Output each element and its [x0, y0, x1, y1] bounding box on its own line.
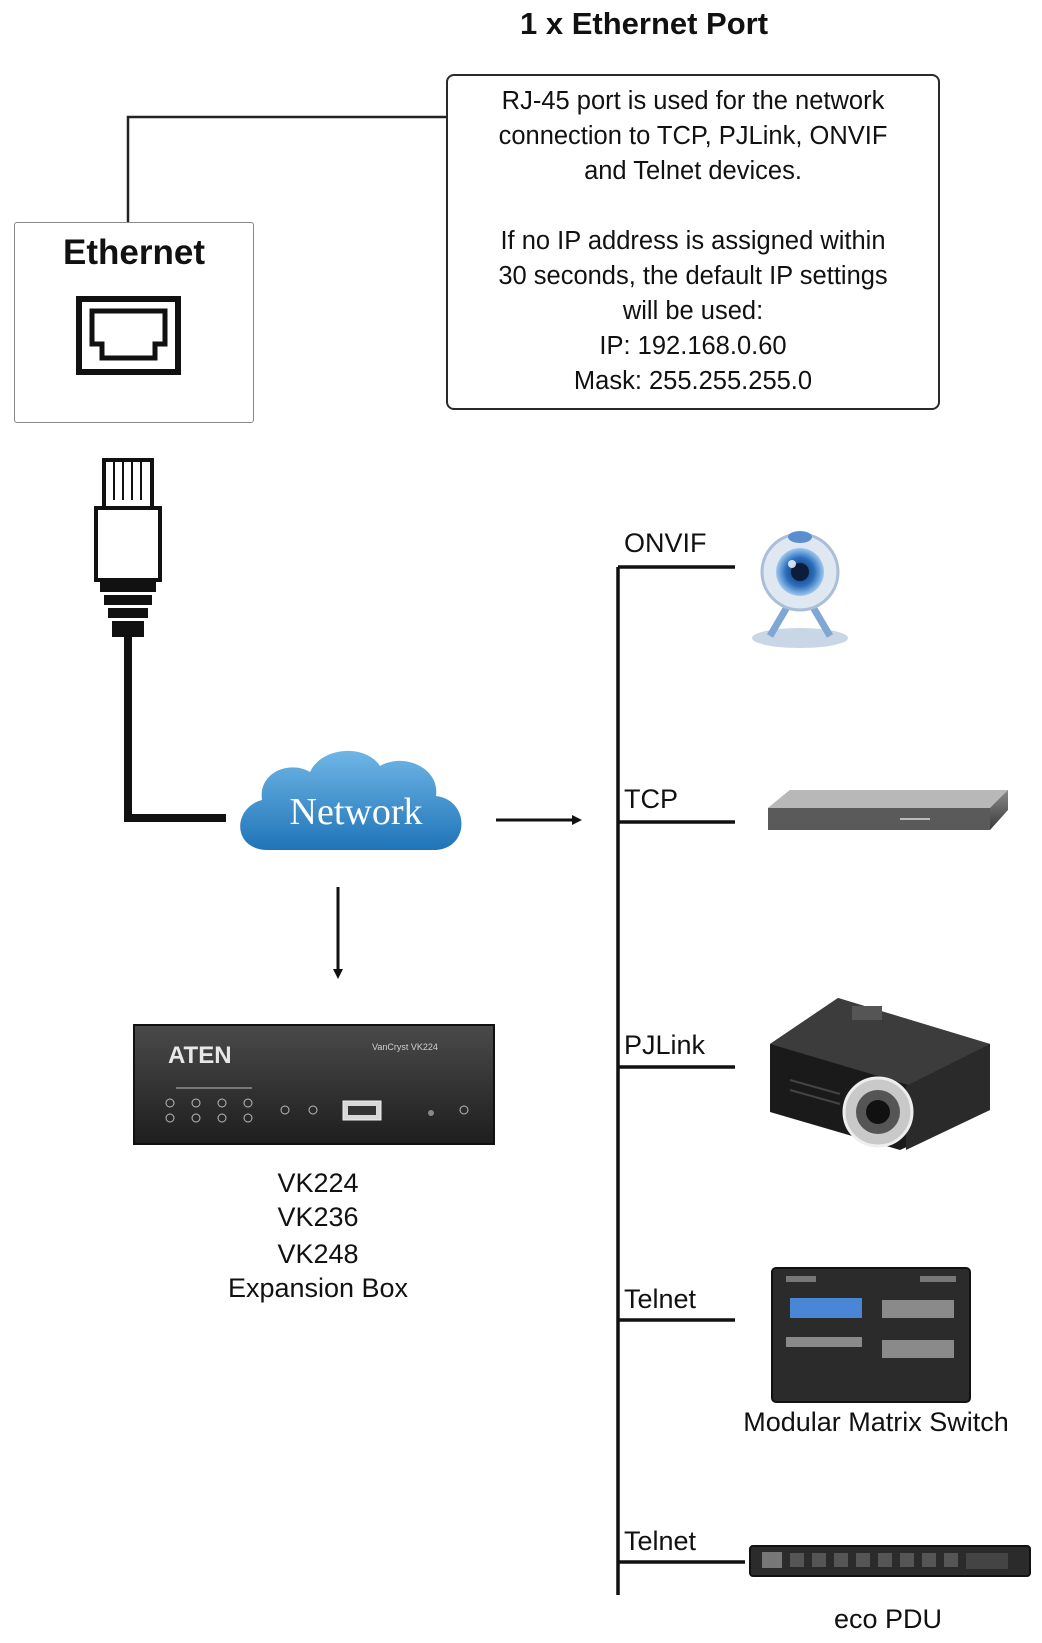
branch-label: PJLink [624, 1030, 706, 1060]
info-callout: RJ-45 port is used for the network conne… [446, 74, 940, 410]
matrix-switch-icon [771, 1267, 971, 1403]
pdu-caption: eco PDU [834, 1604, 942, 1634]
expansion-model-text: VanCryst VK224 [372, 1042, 438, 1052]
webcam-icon [752, 531, 848, 648]
branch-label: TCP [624, 784, 678, 814]
ethernet-port-box: Ethernet [14, 222, 254, 423]
branch-label: Telnet [624, 1284, 697, 1314]
callout-mask: Mask: 255.255.255.0 [573, 367, 813, 395]
callout-line: If no IP address is assigned within [500, 227, 886, 255]
callout-line: connection to TCP, PJLink, ONVIF [498, 122, 888, 150]
branch-label: ONVIF [624, 528, 707, 558]
expansion-box-device: ATEN VanCryst VK224 [133, 1024, 495, 1145]
expansion-caption: Expansion Box [228, 1273, 409, 1303]
expansion-line: VK236 [277, 1202, 358, 1232]
branch-label: Telnet [624, 1526, 697, 1556]
rj45-port-icon [76, 296, 181, 375]
projector-icon [770, 998, 990, 1150]
callout-line: will be used: [622, 297, 764, 325]
expansion-line: VK248 [277, 1239, 358, 1269]
eco-pdu-icon [749, 1545, 1031, 1577]
network-cloud-icon [240, 750, 462, 850]
expansion-line: VK224 [277, 1168, 358, 1198]
ethernet-label: Ethernet [63, 233, 205, 272]
network-label: Network [290, 791, 423, 833]
callout-line: 30 seconds, the default IP settings [498, 262, 888, 290]
callout-line: and Telnet devices. [584, 157, 802, 185]
diagram-title: 1 x Ethernet Port [520, 6, 769, 41]
tcp-device-icon [768, 790, 1008, 830]
matrix-caption: Modular Matrix Switch [743, 1407, 1009, 1437]
aten-logo: ATEN [168, 1042, 232, 1069]
ethernet-cable-icon [94, 458, 226, 822]
callout-ip: IP: 192.168.0.60 [599, 332, 787, 360]
callout-connector [126, 115, 446, 222]
callout-line: RJ-45 port is used for the network [501, 87, 885, 115]
